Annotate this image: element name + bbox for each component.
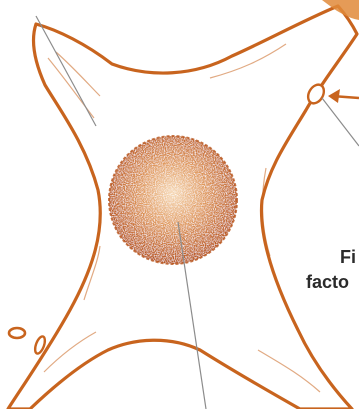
- arrow-head-icon: [328, 89, 340, 103]
- label-line-2: facto: [306, 272, 349, 292]
- label-line-1: Fi: [340, 247, 356, 267]
- small-organelle: [9, 328, 25, 338]
- leader-line-right: [322, 98, 359, 146]
